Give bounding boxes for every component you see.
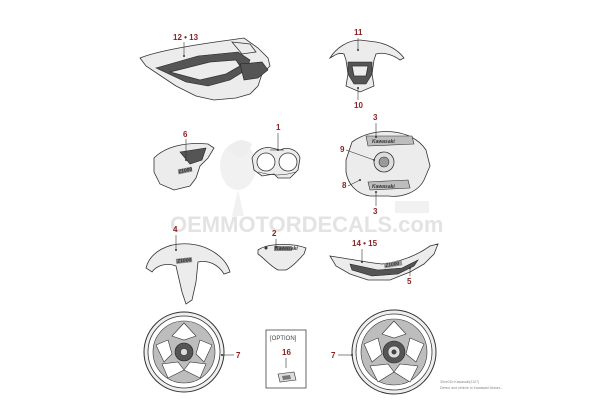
callout-label: 11 — [354, 28, 363, 37]
part-wheel-rear — [351, 309, 437, 395]
callout-7-right: 7 — [331, 351, 353, 360]
footer-code: 30ce01b Kawasaki(1107) — [440, 380, 479, 384]
callout-11: 11 — [354, 28, 363, 51]
tank-side-decal-text: Kawasaki — [372, 184, 395, 190]
callout-3-top: 3 — [373, 113, 378, 138]
callout-label: 10 — [354, 101, 363, 110]
part-fuel-tank: Kawasaki Kawasaki — [345, 131, 431, 197]
part-front-cowl — [328, 39, 405, 93]
footer-stamp: 30ce01b Kawasaki(1107) Defect and vehicl… — [440, 380, 503, 390]
callout-label: 4 — [173, 225, 178, 234]
part-front-fender: Z1000 — [145, 243, 231, 305]
callout-9: 9 — [340, 145, 375, 161]
callout-14-15: 14 • 15 — [352, 239, 378, 263]
callout-2: 2 — [272, 229, 277, 248]
option-label: [OPTION] — [270, 336, 297, 342]
meter-cover-decal-text: Kawasaki — [275, 246, 298, 252]
callout-label: 7 — [331, 351, 336, 360]
callout-label: 7 — [236, 351, 241, 360]
watermark-stamp — [395, 201, 429, 213]
part-meter-visor: Kawasaki — [257, 244, 307, 271]
callout-5: 5 — [407, 267, 412, 286]
callout-6: 6 — [183, 130, 188, 161]
callout-label: 3 — [373, 113, 378, 122]
part-tail-cover: Z1000 — [329, 243, 439, 281]
callout-label: 14 • 15 — [352, 239, 378, 248]
callout-4: 4 — [173, 225, 178, 251]
callout-label: 5 — [407, 277, 412, 286]
callout-1: 1 — [276, 123, 281, 151]
footer-note: Defect and vehicle to Kawasaki Motors... — [440, 386, 503, 390]
watermark-logo-icon — [220, 140, 256, 216]
option-box: [OPTION] 16 — [265, 329, 307, 389]
part-meter-cover — [251, 147, 301, 179]
callout-label: 2 — [272, 229, 277, 238]
option-decal-icon — [277, 371, 297, 383]
fender-decal-text: Z1000 — [176, 257, 192, 265]
tank-top-decal-text: Kawasaki — [372, 139, 395, 145]
callout-label: 3 — [373, 207, 378, 216]
callout-label: 1 — [276, 123, 281, 132]
callout-3-bottom: 3 — [373, 191, 378, 216]
callout-label: 8 — [342, 181, 347, 190]
callout-10: 10 — [354, 87, 363, 110]
watermark-text: OEMMOTORDECALS.com — [170, 212, 443, 237]
watermark: OEMMOTORDECALS.com — [170, 140, 443, 237]
callout-8: 8 — [342, 179, 361, 190]
part-wheel-front — [143, 311, 225, 393]
part-side-cover: Z1000 — [153, 143, 215, 191]
callout-12-13: 12 • 13 — [173, 33, 199, 57]
part-tank-shroud — [139, 37, 271, 101]
side-cover-decal-text: Z1000 — [177, 167, 193, 176]
callout-label: 9 — [340, 145, 345, 154]
callout-7-left: 7 — [221, 351, 241, 360]
callout-label: 6 — [183, 130, 188, 139]
callout-label: 12 • 13 — [173, 33, 199, 42]
tail-cover-decal-text: Z1000 — [384, 261, 400, 270]
callout-label: 16 — [282, 348, 291, 357]
